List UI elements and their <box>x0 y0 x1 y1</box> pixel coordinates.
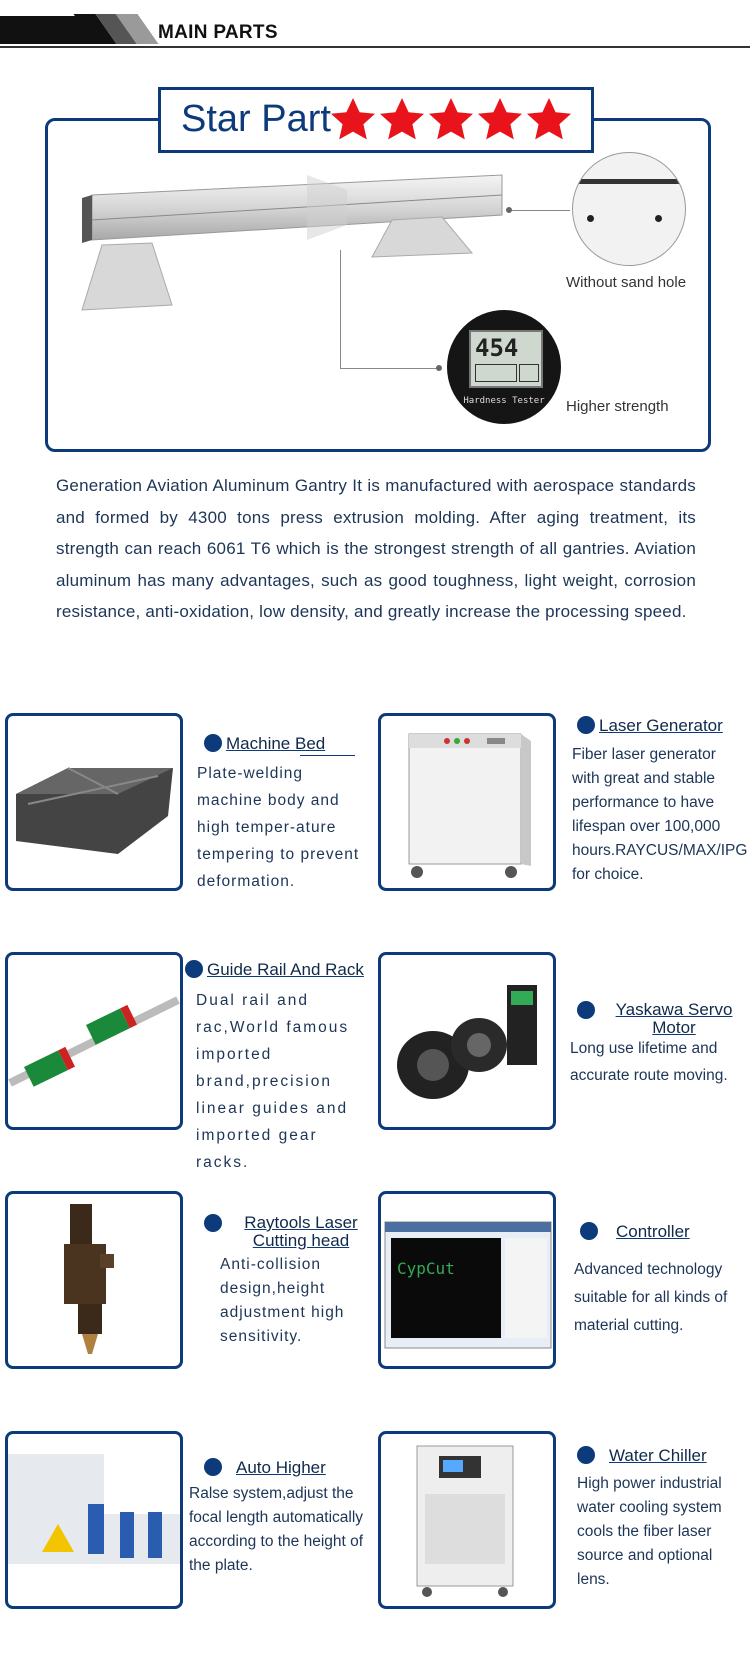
sand-hole-closeup <box>572 152 686 266</box>
section-header: MAIN PARTS <box>0 0 750 50</box>
gantry-description: Generation Aviation Aluminum Gantry It i… <box>56 476 696 621</box>
svg-text:CypCut: CypCut <box>397 1259 455 1278</box>
gantry-image <box>81 174 503 311</box>
part-desc-guide-rail: Dual rail and rac,World famous imported … <box>196 992 350 1171</box>
bullet-icon <box>204 1214 222 1232</box>
callout-without-sand-hole: Without sand hole <box>566 274 687 291</box>
tester-reading: 454 <box>475 334 519 362</box>
star-part-badge: Star Part <box>158 87 594 153</box>
bullet-icon <box>580 1222 598 1240</box>
star-icon <box>527 98 571 140</box>
part-title-cutting-head: Raytools Laser Cutting head <box>204 1214 376 1250</box>
bullet-icon <box>577 716 595 734</box>
hardness-tester-closeup: 454 Hardness Tester <box>447 310 561 424</box>
section-title: MAIN PARTS <box>158 22 278 43</box>
part-desc-machine-bed: Plate-welding machine body and high temp… <box>197 765 360 890</box>
star-icon <box>478 98 522 140</box>
part-title-guide-rail: Guide Rail And Rack <box>185 960 364 980</box>
part-desc-controller: Advanced technology suitable for all kin… <box>574 1261 728 1334</box>
guide-rail-image <box>5 952 183 1130</box>
tester-label: Hardness Tester <box>463 396 545 406</box>
star-rating <box>329 96 574 149</box>
auto-higher-image <box>5 1431 183 1609</box>
part-desc-cutting-head: Anti-collision design,height adjustment … <box>220 1256 345 1345</box>
servo-motor-image <box>378 952 556 1130</box>
part-desc-servo-motor: Long use lifetime and accurate route mov… <box>570 1040 728 1084</box>
bullet-icon <box>577 1001 595 1019</box>
star-icon <box>380 98 424 140</box>
laser-generator-image <box>378 713 556 891</box>
star-icon <box>429 98 473 140</box>
bullet-icon <box>185 960 203 978</box>
part-title-machine-bed: Machine Bed <box>204 734 325 754</box>
callout-higher-strength: Higher strength <box>566 398 669 415</box>
bullet-icon <box>204 734 222 752</box>
part-desc-auto-higher: Ralse system,adjust the focal length aut… <box>189 1485 364 1574</box>
star-part-title: Star Part <box>181 98 331 140</box>
part-title-laser-generator: Laser Generator <box>577 716 723 736</box>
cutting-head-image <box>5 1191 183 1369</box>
part-title-servo-motor: Yaskawa Servo Motor <box>577 1001 749 1037</box>
header-divider <box>0 46 750 48</box>
part-desc-water-chiller: High power industrial water cooling syst… <box>577 1475 722 1588</box>
bullet-icon <box>577 1446 595 1464</box>
bullet-icon <box>204 1458 222 1476</box>
star-icon <box>331 98 375 140</box>
part-title-water-chiller: Water Chiller <box>577 1446 727 1466</box>
part-title-auto-higher: Auto Higher <box>204 1458 356 1478</box>
part-title-controller: Controller <box>580 1222 720 1242</box>
machine-bed-image <box>5 713 183 891</box>
controller-screenshot: CypCut <box>378 1191 556 1369</box>
water-chiller-image <box>378 1431 556 1609</box>
part-desc-laser-generator: Fiber laser generator with great and sta… <box>572 746 748 883</box>
